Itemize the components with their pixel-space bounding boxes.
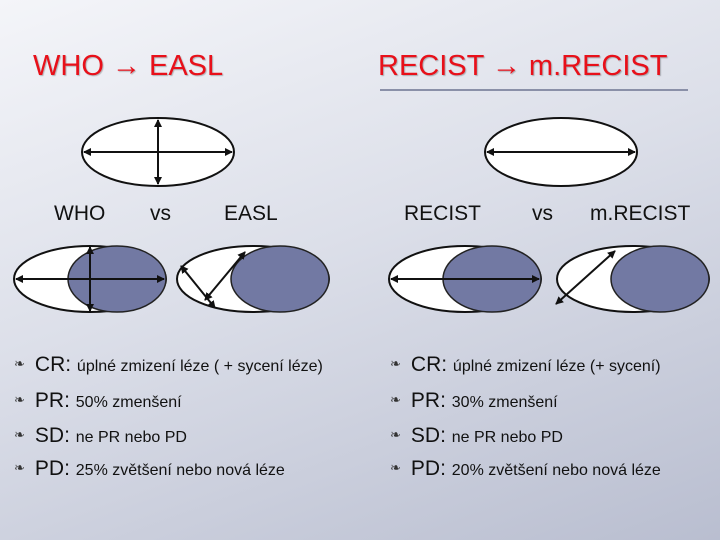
- fleuron-bullet-icon: ❧: [14, 392, 25, 407]
- fleuron-bullet-icon: ❧: [14, 427, 25, 442]
- fleuron-bullet-icon: ❧: [390, 427, 401, 442]
- easl-lesion-measurement: [176, 245, 330, 313]
- criteria-left-pr: ❧PR: 50% zmenšení: [14, 389, 182, 412]
- who-lesion-measurement: [13, 245, 167, 313]
- title-who-easl: WHO → EASL: [33, 50, 224, 82]
- criteria-left-sd: ❧SD: ne PR nebo PD: [14, 424, 187, 447]
- fleuron-bullet-icon: ❧: [390, 392, 401, 407]
- who-bidimensional-ellipse: [81, 117, 235, 187]
- criteria-right-cr: ❧CR: úplné zmizení léze (+ sycení): [390, 353, 661, 376]
- fleuron-bullet-icon: ❧: [14, 356, 25, 371]
- mrecist-lesion-measurement: [555, 245, 710, 313]
- criteria-left-cr: ❧CR: úplné zmizení léze ( + sycení léze): [14, 353, 323, 376]
- title-recist-mrecist: RECIST → m.RECIST: [378, 50, 668, 82]
- label-mrecist: m.RECIST: [590, 202, 691, 225]
- recist-unidimensional-ellipse: [484, 117, 638, 187]
- fleuron-bullet-icon: ❧: [390, 356, 401, 371]
- label-recist: RECIST: [404, 202, 482, 225]
- label-who: WHO: [54, 202, 106, 225]
- criteria-right-sd: ❧SD: ne PR nebo PD: [390, 424, 563, 447]
- label-easl: EASL: [224, 202, 278, 225]
- fleuron-bullet-icon: ❧: [390, 460, 401, 475]
- criteria-right-pr: ❧PR: 30% zmenšení: [390, 389, 558, 412]
- criteria-left-pd: ❧PD: 25% zvětšení nebo nová léze: [14, 457, 285, 480]
- title-underline: [380, 89, 688, 91]
- fleuron-bullet-icon: ❧: [14, 460, 25, 475]
- criteria-right-pd: ❧PD: 20% zvětšení nebo nová léze: [390, 457, 661, 480]
- label-vs-left: vs: [150, 202, 171, 225]
- recist-lesion-measurement: [388, 245, 542, 313]
- label-vs-right: vs: [532, 202, 553, 225]
